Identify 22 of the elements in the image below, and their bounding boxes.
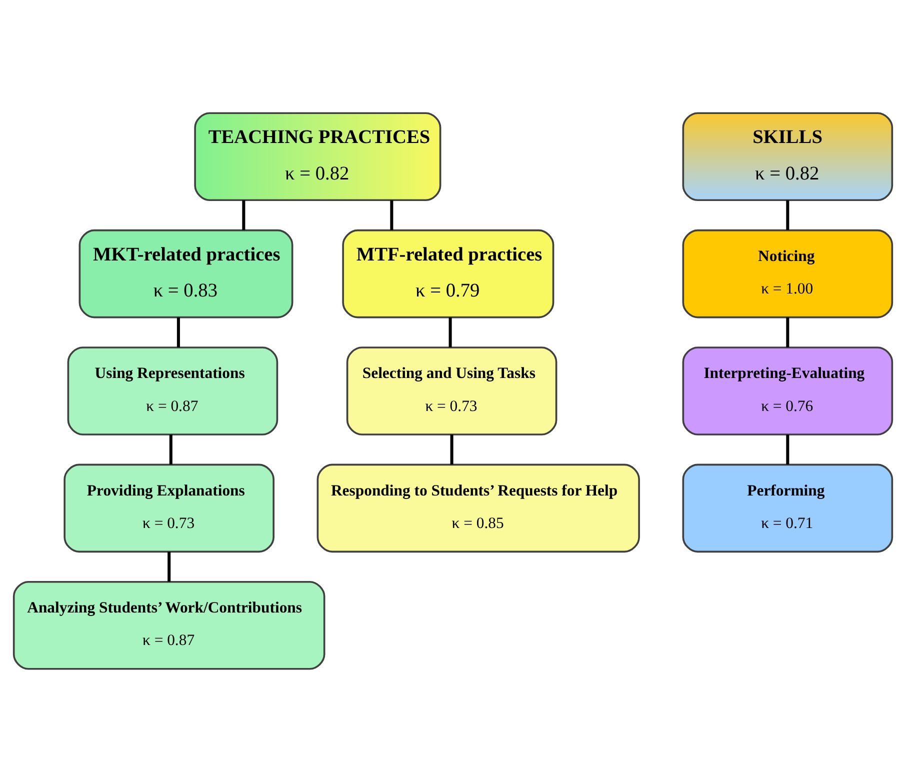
node-box: MTF-related practices κ = 0.79 bbox=[342, 229, 554, 318]
connector bbox=[167, 552, 170, 582]
node-box: Responding to Students’ Requests for Help κ = 0.85 bbox=[316, 464, 640, 553]
connector bbox=[168, 434, 172, 465]
connector bbox=[450, 434, 453, 465]
node-box: Performing κ = 0.71 bbox=[682, 464, 893, 553]
node-box: Interpreting-Evaluating κ = 0.76 bbox=[682, 346, 893, 436]
node-box: Selecting and Using Tasks κ = 0.73 bbox=[346, 346, 557, 436]
node-box: Providing Explanations κ = 0.73 bbox=[63, 464, 274, 553]
node-box: SKILLS κ = 0.82 bbox=[682, 112, 893, 202]
node-box: Noticing κ = 1.00 bbox=[682, 229, 893, 318]
node-box: TEACHING PRACTICES κ = 0.82 bbox=[194, 112, 441, 202]
connector bbox=[786, 434, 789, 465]
node-box: MKT-related practices κ = 0.83 bbox=[78, 229, 293, 318]
connector bbox=[448, 317, 452, 348]
node-box: Analyzing Students’ Work/Contributions κ = 0.87 bbox=[12, 580, 325, 670]
connector bbox=[786, 317, 789, 348]
node-box: Using Representations κ = 0.87 bbox=[66, 346, 278, 436]
connector bbox=[176, 317, 180, 348]
connector bbox=[390, 200, 393, 230]
connector bbox=[786, 200, 789, 230]
connector bbox=[242, 200, 245, 230]
